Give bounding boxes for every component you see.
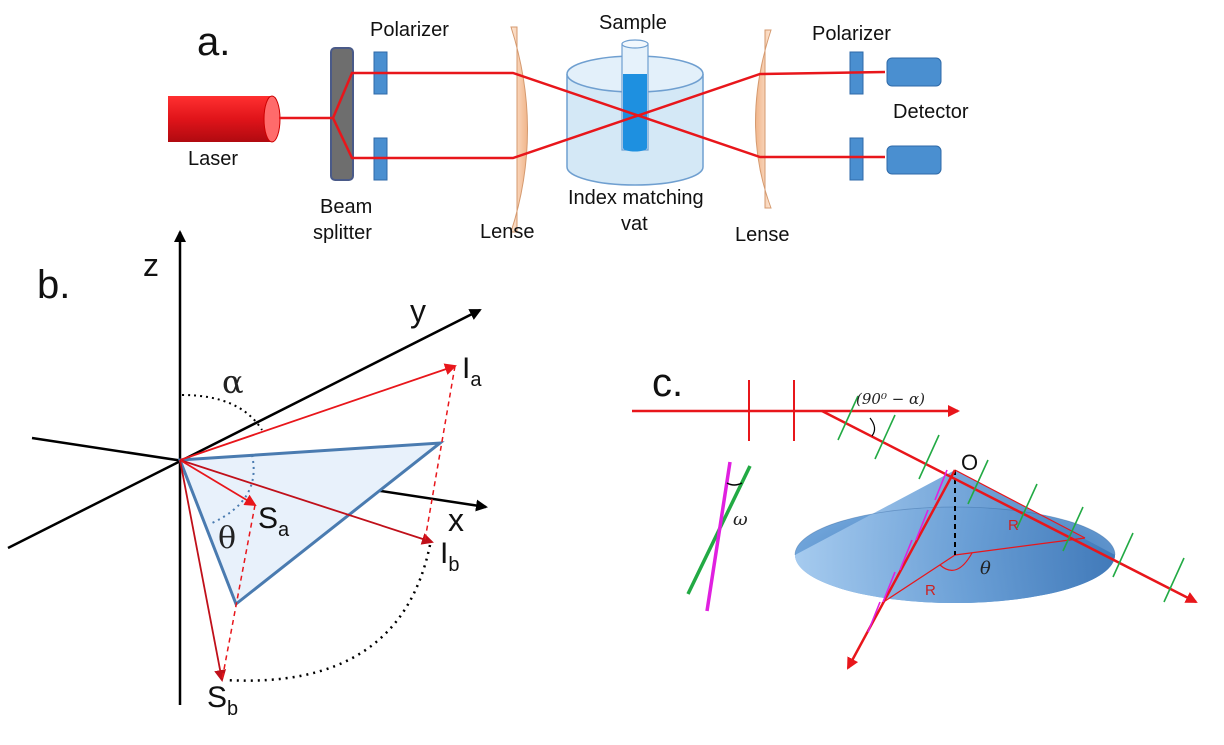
vector-Ib (179, 459, 434, 545)
vat-label-line2: vat (621, 213, 648, 235)
polarizer-right-label: Polarizer (812, 23, 891, 45)
laser-label: Laser (188, 148, 238, 170)
green-wavefronts (837, 395, 1185, 603)
detector-label: Detector (893, 101, 969, 123)
dashed-Ia-Ib (424, 365, 456, 541)
angle-arc-c (869, 417, 876, 437)
Ib-label: Ib (440, 537, 459, 576)
radius-label-1: R (1008, 517, 1019, 534)
scattering-plane-triangle (177, 441, 445, 607)
magenta-wavefronts (867, 469, 948, 633)
laser-icon (168, 95, 281, 143)
vat-label-line1: Index matching (568, 187, 704, 209)
scattered-beam-b (846, 469, 957, 670)
origin-label: O (961, 450, 978, 475)
z-axis-label: z (143, 247, 159, 283)
omega-arc (726, 482, 743, 486)
lens-right-icon (755, 29, 772, 209)
y-axis-label: y (410, 293, 426, 329)
radius-label-2: R (925, 582, 936, 599)
detector-bottom-icon (886, 145, 942, 175)
slant-line (954, 469, 1086, 539)
panel-a: a. Laser Beam splitter Polarizer Lense S (168, 12, 969, 246)
panel-a-label: a. (197, 20, 230, 64)
omega-label: ω (733, 509, 748, 530)
sample-tube-icon (621, 39, 649, 152)
lens-right-label: Lense (735, 224, 790, 246)
dashed-Sa-Sb (221, 504, 256, 681)
panel-b: b. z y x α θ Ia (7, 230, 488, 720)
lens-left-label: Lense (480, 221, 535, 243)
y-axis (7, 308, 482, 550)
x-axis-label: x (448, 502, 464, 538)
alpha-label: α (222, 363, 244, 401)
theta-label: θ (218, 521, 236, 556)
omega-magenta-line (705, 461, 732, 612)
laser-beam-paths (279, 70, 886, 160)
rotation-arc (224, 544, 432, 682)
beam-splitter-label-line2: splitter (313, 222, 372, 244)
panel-c: c. R R θ O (632, 361, 1198, 670)
theta-label-c: θ (980, 558, 991, 579)
panel-c-label: c. (652, 361, 683, 405)
beam-splitter-label-line1: Beam (320, 196, 372, 218)
angle-label: (90⁰ − α) (856, 390, 925, 408)
polarizer-left-label: Polarizer (370, 19, 449, 41)
vector-Ia (179, 363, 457, 461)
detector-top-icon (886, 57, 942, 87)
Sb-label: Sb (207, 681, 238, 720)
lens-left-icon (510, 26, 528, 233)
radius-line-2 (881, 554, 956, 604)
Sa-label: Sa (258, 502, 290, 541)
sample-label: Sample (599, 12, 667, 34)
radius-line-1 (954, 537, 1086, 556)
scattered-beam-a (821, 409, 1198, 604)
vector-Sb (179, 459, 227, 682)
panel-b-label: b. (37, 263, 70, 307)
polarizer-right-bottom-icon (849, 137, 864, 181)
Ia-label: Ia (462, 352, 482, 391)
vector-Sa (179, 459, 257, 507)
theta-arc-c (939, 552, 973, 571)
